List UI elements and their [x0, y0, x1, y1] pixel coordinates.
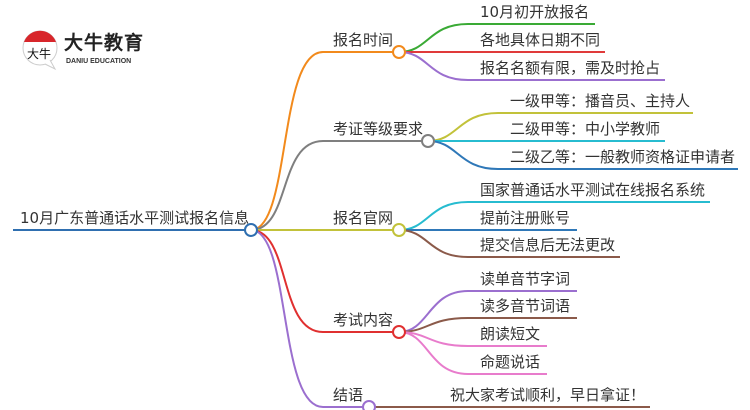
leaf-node-4-3[interactable]: 朗读短文 — [480, 325, 541, 343]
branch-connector-4 — [250, 229, 399, 333]
branch-node-4[interactable]: 考试内容 — [333, 311, 394, 329]
collapse-toggle-3[interactable] — [392, 223, 406, 237]
leaf-connector-4-2 — [398, 317, 577, 333]
leaf-connector-4-1 — [398, 290, 577, 333]
collapse-toggle-4[interactable] — [392, 325, 406, 339]
logo-mark: 大牛 — [27, 46, 51, 61]
leaf-connector-1-3 — [398, 51, 665, 81]
logo-name: 大牛教育 — [64, 32, 145, 54]
leaf-connector-4-4 — [398, 331, 547, 375]
leaf-connector-3-1 — [398, 201, 710, 231]
leaf-node-3-3[interactable]: 提交信息后无法更改 — [480, 236, 616, 254]
collapse-toggle-2[interactable] — [421, 134, 435, 148]
branch-node-3[interactable]: 报名官网 — [333, 209, 394, 227]
leaf-node-3-1[interactable]: 国家普通话水平测试在线报名系统 — [480, 181, 706, 199]
logo-subtitle: DANIU EDUCATION — [66, 58, 132, 65]
leaf-connector-2-1 — [427, 112, 693, 142]
leaf-node-4-2[interactable]: 读多音节词语 — [480, 297, 571, 315]
leaf-node-1-1[interactable]: 10月初开放报名 — [480, 3, 590, 21]
leaf-node-3-2[interactable]: 提前注册账号 — [480, 209, 571, 227]
branch-node-2[interactable]: 考证等级要求 — [333, 120, 424, 138]
leaf-node-4-1[interactable]: 读单音节字词 — [480, 270, 571, 288]
branch-node-5[interactable]: 结语 — [333, 386, 364, 404]
leaf-node-2-3[interactable]: 二级乙等：一般教师资格证申请者 — [510, 148, 736, 166]
leaf-connector-1-1 — [398, 23, 595, 53]
leaf-node-2-2[interactable]: 二级甲等：中小学教师 — [510, 120, 661, 138]
collapse-toggle-5[interactable] — [362, 400, 376, 410]
branch-node-1[interactable]: 报名时间 — [333, 31, 394, 49]
leaf-connector-3-3 — [398, 229, 620, 258]
leaf-node-4-4[interactable]: 命题说话 — [480, 353, 541, 371]
leaf-node-1-2[interactable]: 各地具体日期不同 — [480, 31, 601, 49]
leaf-node-2-1[interactable]: 一级甲等：播音员、主持人 — [510, 92, 691, 110]
root-node[interactable]: 10月广东普通话水平测试报名信息 — [20, 209, 250, 227]
branch-connector-2 — [250, 140, 428, 231]
leaf-node-1-3[interactable]: 报名名额有限，需及时抢占 — [480, 59, 661, 77]
logo-icon: 大牛 — [22, 30, 58, 71]
branch-connector-5 — [250, 229, 369, 408]
root-collapse-toggle[interactable] — [244, 223, 258, 237]
collapse-toggle-1[interactable] — [392, 45, 406, 59]
leaf-node-5-1[interactable]: 祝大家考试顺利，早日拿证！ — [450, 386, 646, 404]
leaf-connector-2-3 — [427, 140, 738, 170]
branch-connector-1 — [250, 51, 399, 231]
